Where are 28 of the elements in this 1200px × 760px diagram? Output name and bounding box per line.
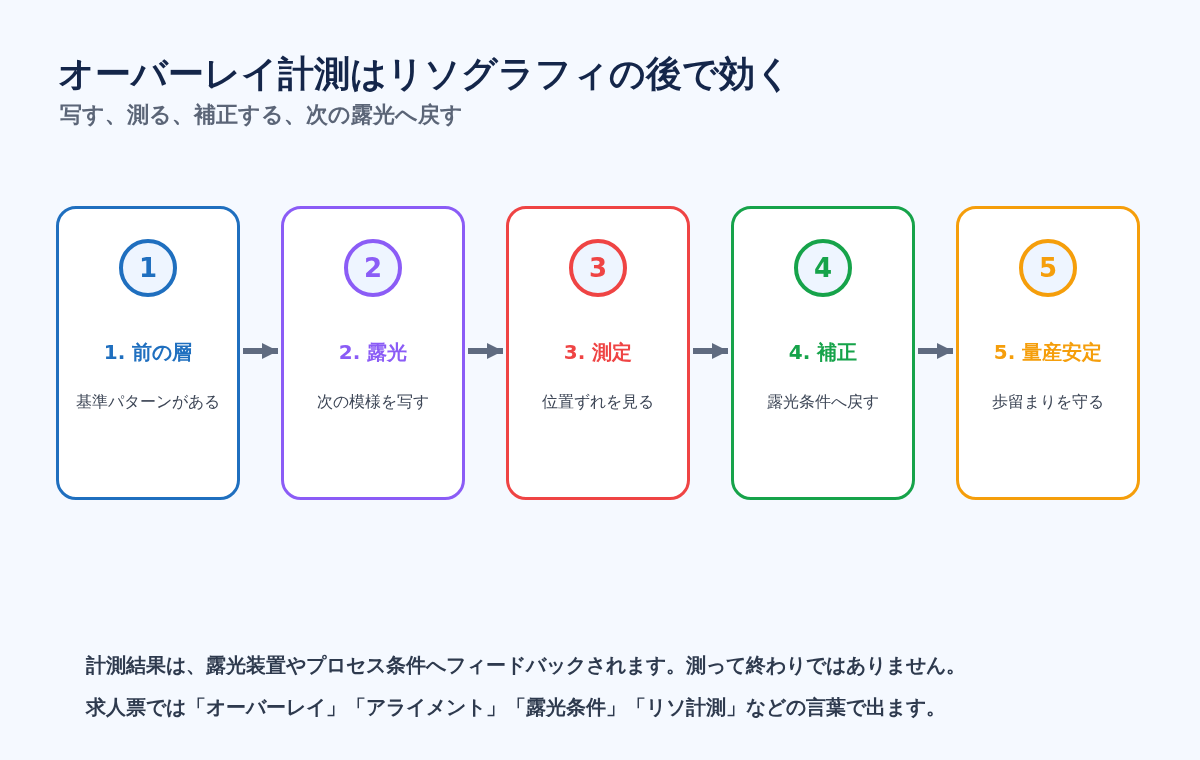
arrow <box>468 343 503 359</box>
step-card <box>956 206 1140 500</box>
page-title: オーバーレイ計測はリソグラフィの後で効く <box>58 52 792 96</box>
arrow <box>918 343 953 359</box>
step-card <box>506 206 690 500</box>
step-description: 基準パターンがある <box>75 392 221 412</box>
arrow <box>243 343 278 359</box>
step-description: 次の模様を写す <box>316 392 430 412</box>
step-number-circle: 4 <box>794 239 852 297</box>
step-description: 位置ずれを見る <box>541 392 655 412</box>
step-title: 2. 露光 <box>337 340 409 364</box>
step-title: 1. 前の層 <box>102 340 194 364</box>
step-card <box>731 206 915 500</box>
step-description: 露光条件へ戻す <box>766 392 880 412</box>
step-title: 4. 補正 <box>787 340 859 364</box>
step-number-circle: 5 <box>1019 239 1077 297</box>
note-text: 計測結果は、露光装置やプロセス条件へフィードバックされます。測って終わりではありません。 <box>86 652 966 679</box>
step-title: 5. 量産安定 <box>992 340 1104 364</box>
subtitle: 写す、測る、補正する、次の露光へ戻す <box>60 101 463 129</box>
step-card <box>281 206 465 500</box>
arrow <box>693 343 728 359</box>
step-number-circle: 1 <box>119 239 177 297</box>
step-number-circle: 3 <box>569 239 627 297</box>
step-number-circle: 2 <box>344 239 402 297</box>
step-title: 3. 測定 <box>562 340 634 364</box>
note-text: 求人票では「オーバーレイ」「アライメント」「露光条件」「リソ計測」などの言葉で出ます。 <box>86 694 946 721</box>
step-card <box>56 206 240 500</box>
step-description: 歩留まりを守る <box>991 392 1105 412</box>
